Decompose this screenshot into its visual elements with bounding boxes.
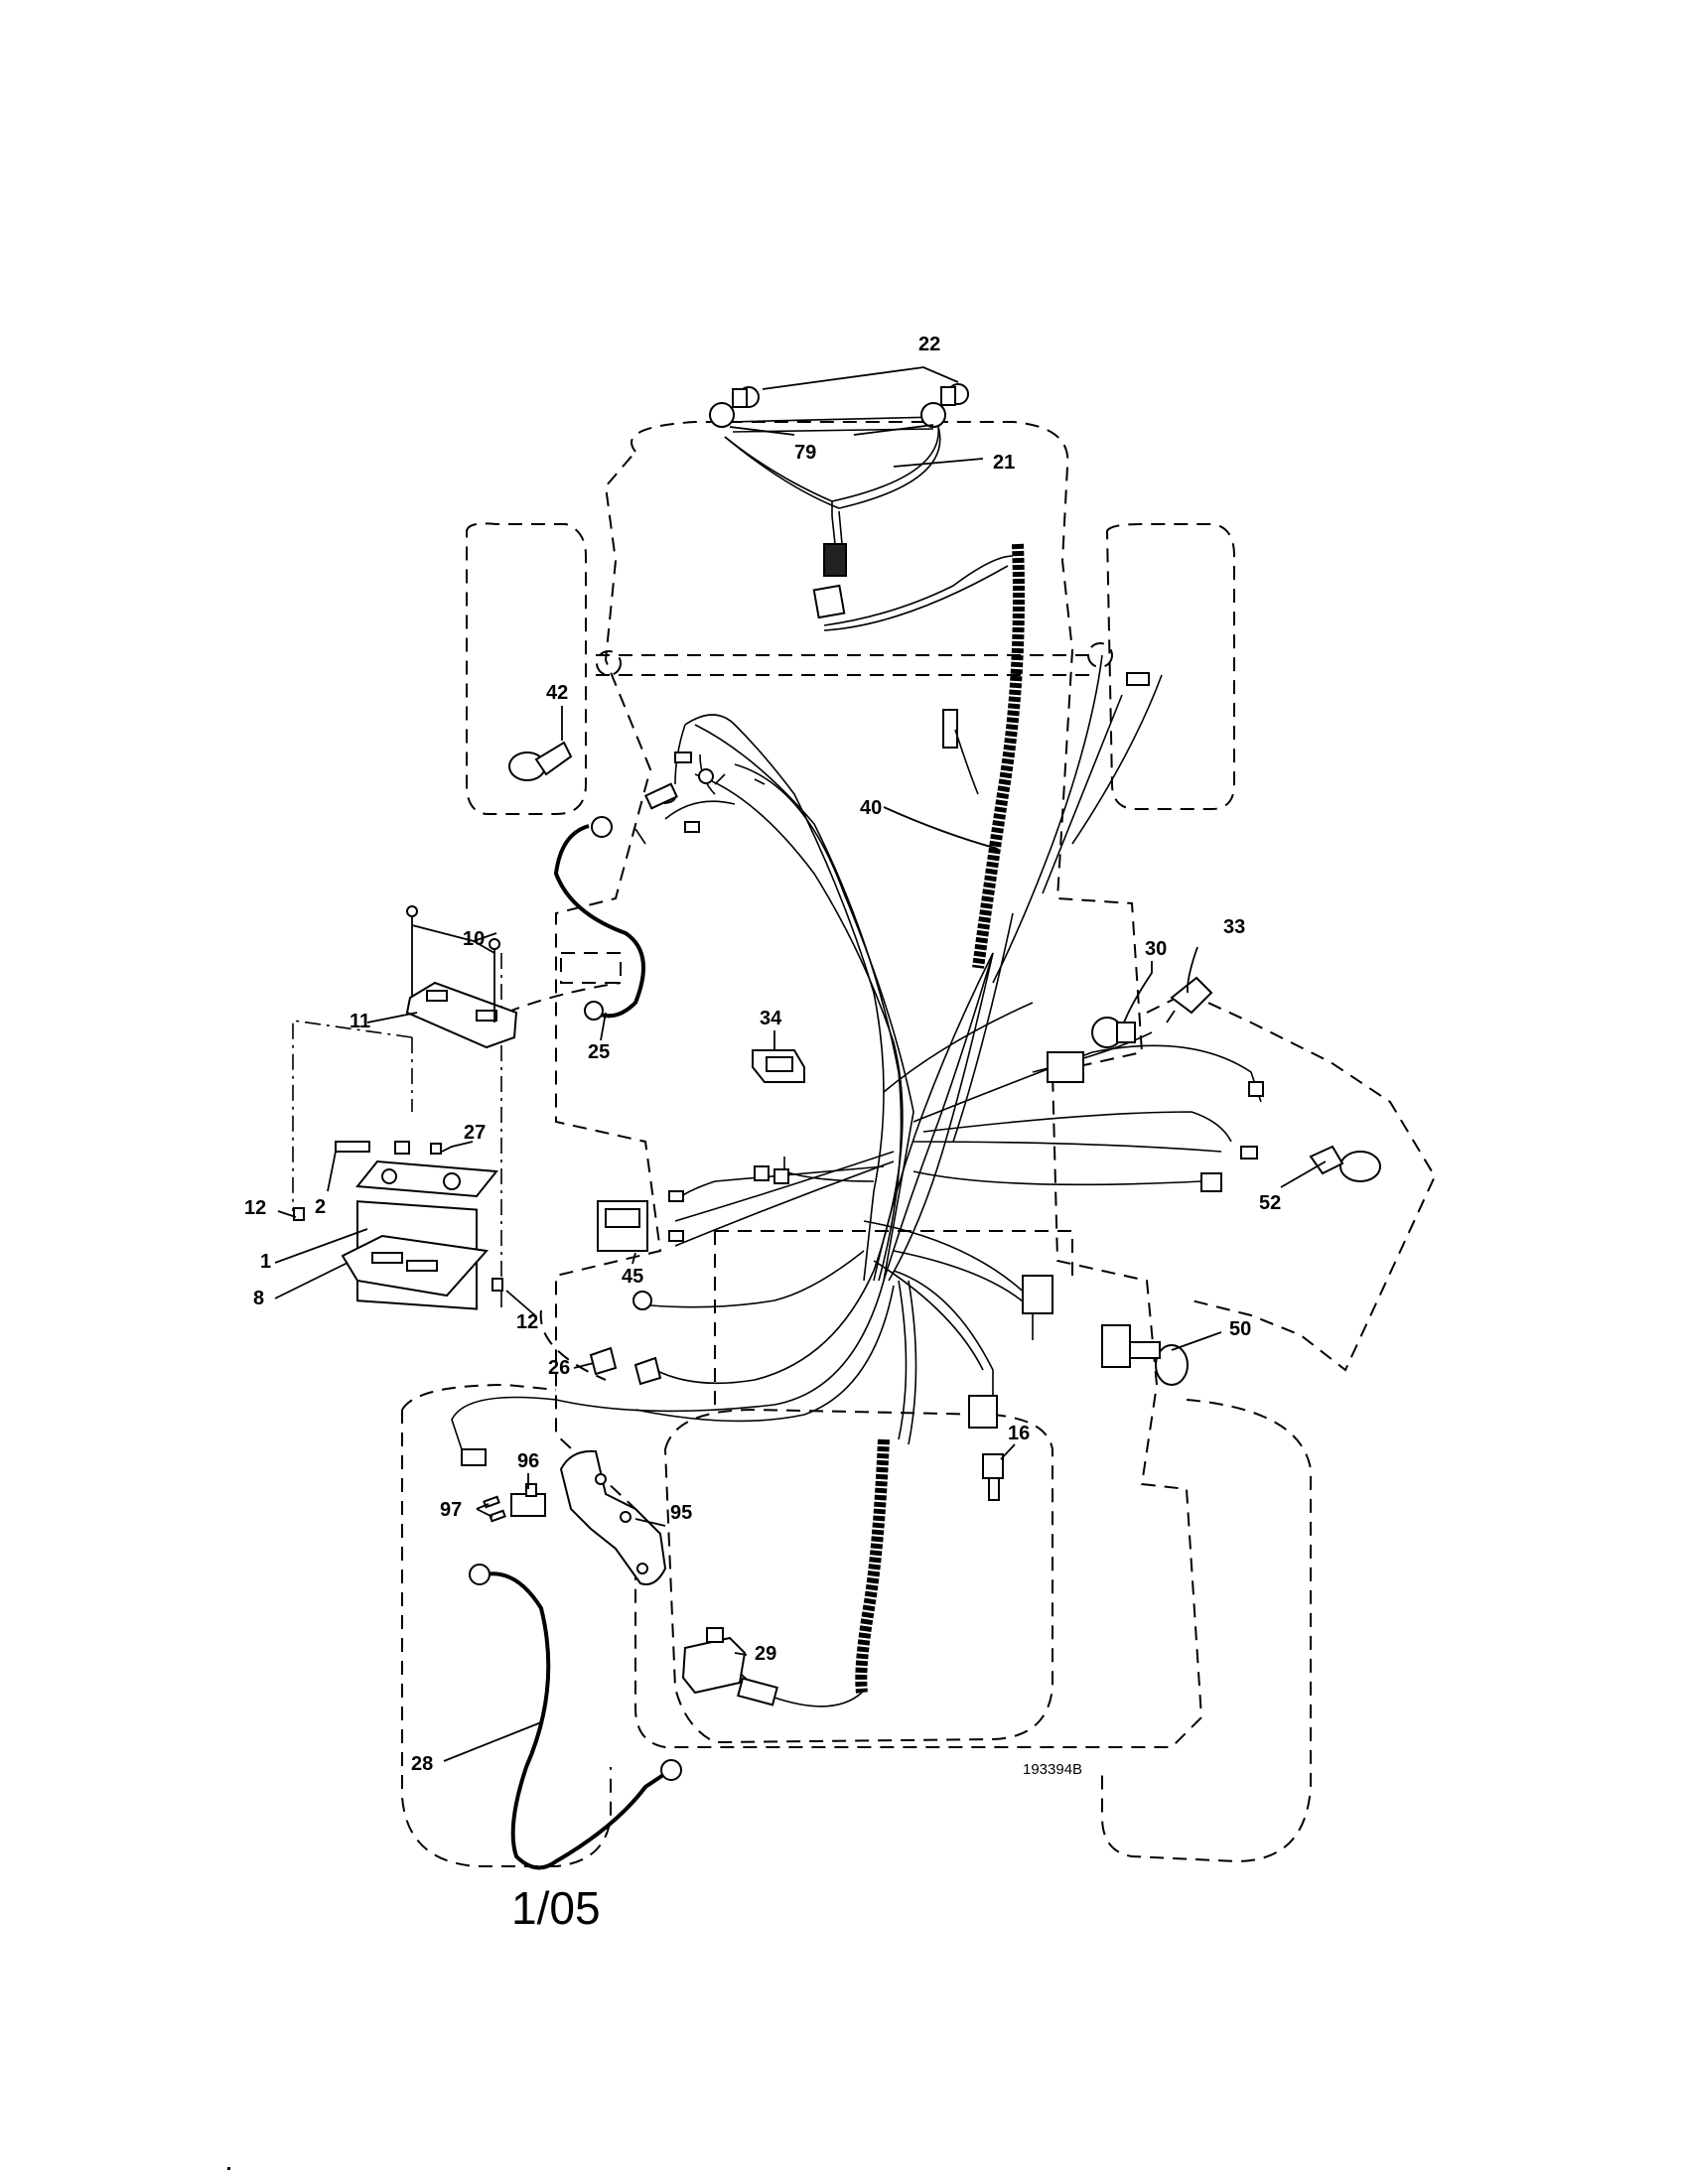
battery-tray-icon <box>341 1234 489 1297</box>
terminal-icon <box>754 1165 770 1181</box>
callout-2: 2 <box>315 1196 326 1218</box>
connector-26-icon <box>589 1346 662 1386</box>
interlock-switch-icon <box>510 1483 546 1517</box>
battery-mount-guides <box>292 953 502 1310</box>
callout-45: 45 <box>622 1266 643 1288</box>
callout-26: 26 <box>548 1357 570 1379</box>
terminal-icon <box>773 1168 789 1184</box>
main-wire-bundle <box>451 555 1262 1460</box>
headlight-connector-icon <box>823 543 847 577</box>
connector-icon <box>942 709 958 749</box>
connector-icon <box>1126 672 1150 686</box>
terminal-icon <box>668 1190 684 1202</box>
callout-8: 8 <box>253 1288 264 1309</box>
connector-icon <box>1200 1172 1222 1192</box>
callout-10: 10 <box>463 928 485 950</box>
switch-screws-icon <box>483 1495 506 1523</box>
headlight-bulb-left-icon <box>709 386 760 428</box>
ignition-switch-icon <box>1091 1017 1136 1048</box>
callout-27: 27 <box>464 1122 486 1144</box>
callout-34: 34 <box>760 1008 782 1029</box>
hour-meter-icon <box>597 1200 648 1252</box>
callout-21: 21 <box>993 452 1015 474</box>
terminal-icon <box>674 751 692 763</box>
connector-icon <box>461 1448 487 1466</box>
headlight-harness <box>709 366 984 577</box>
terminal-icon <box>698 768 714 784</box>
callout-95: 95 <box>670 1502 692 1524</box>
callout-42: 42 <box>546 682 568 704</box>
date-code: 1/05 <box>511 1882 601 1934</box>
ground-cable-icon <box>484 1571 665 1870</box>
terminal-icon <box>668 1230 684 1242</box>
terminal-connectors <box>461 584 1264 1466</box>
relay-icon <box>1166 976 1213 1024</box>
callout-96: 96 <box>517 1450 539 1472</box>
scan-dot <box>227 2167 230 2170</box>
callout-29: 29 <box>755 1643 776 1665</box>
callout-16: 16 <box>1008 1423 1030 1444</box>
callout-11: 11 <box>350 1011 370 1032</box>
callout-40: 40 <box>860 797 882 819</box>
callout-79: 79 <box>794 442 816 464</box>
headlight-bulb-right-icon <box>920 383 969 428</box>
connector-icon <box>1047 1051 1084 1083</box>
tractor-outline <box>401 421 1437 1867</box>
harness-sleeve-icon <box>972 543 1025 969</box>
battery-cable-icon <box>553 824 645 1019</box>
terminal-icon <box>1248 1081 1264 1097</box>
callout-labels: 22 79 21 42 40 10 11 25 33 30 34 27 12 2… <box>244 334 1281 1778</box>
interlock-bracket-icon <box>559 1449 667 1585</box>
callout-97: 97 <box>440 1499 462 1521</box>
callout-1: 1 <box>260 1251 271 1273</box>
terminal-icon <box>684 821 700 833</box>
battery-hold-down-icon <box>405 905 518 1049</box>
light-switch-icon <box>1101 1324 1189 1386</box>
callout-12-right: 12 <box>516 1311 538 1333</box>
seat-switch-icon <box>681 1627 778 1706</box>
callout-25: 25 <box>588 1041 610 1063</box>
battery-bolts-icon <box>293 1141 503 1292</box>
rocker-switch-icon <box>752 1049 805 1083</box>
callout-28: 28 <box>411 1753 433 1775</box>
ring-terminal-icon <box>632 1291 652 1310</box>
callout-22: 22 <box>918 334 940 355</box>
callout-12-left: 12 <box>244 1197 266 1219</box>
ignition-key-icon <box>1309 1145 1381 1182</box>
callout-leaders <box>274 706 1327 1762</box>
callout-50: 50 <box>1229 1318 1251 1340</box>
connector-icon <box>968 1395 998 1429</box>
callout-33: 33 <box>1223 916 1245 938</box>
pto-switch-connector-icon <box>982 1453 1004 1501</box>
harness-sleeve-lower-icon <box>855 1438 890 1694</box>
cable-tie-icon <box>508 741 573 781</box>
connector-icon <box>812 584 846 619</box>
drawing-number: 193394B <box>1023 1761 1082 1778</box>
connector-icon <box>1022 1275 1053 1314</box>
terminal-icon <box>1240 1146 1258 1160</box>
callout-30: 30 <box>1145 938 1167 960</box>
callout-52: 52 <box>1259 1192 1281 1214</box>
